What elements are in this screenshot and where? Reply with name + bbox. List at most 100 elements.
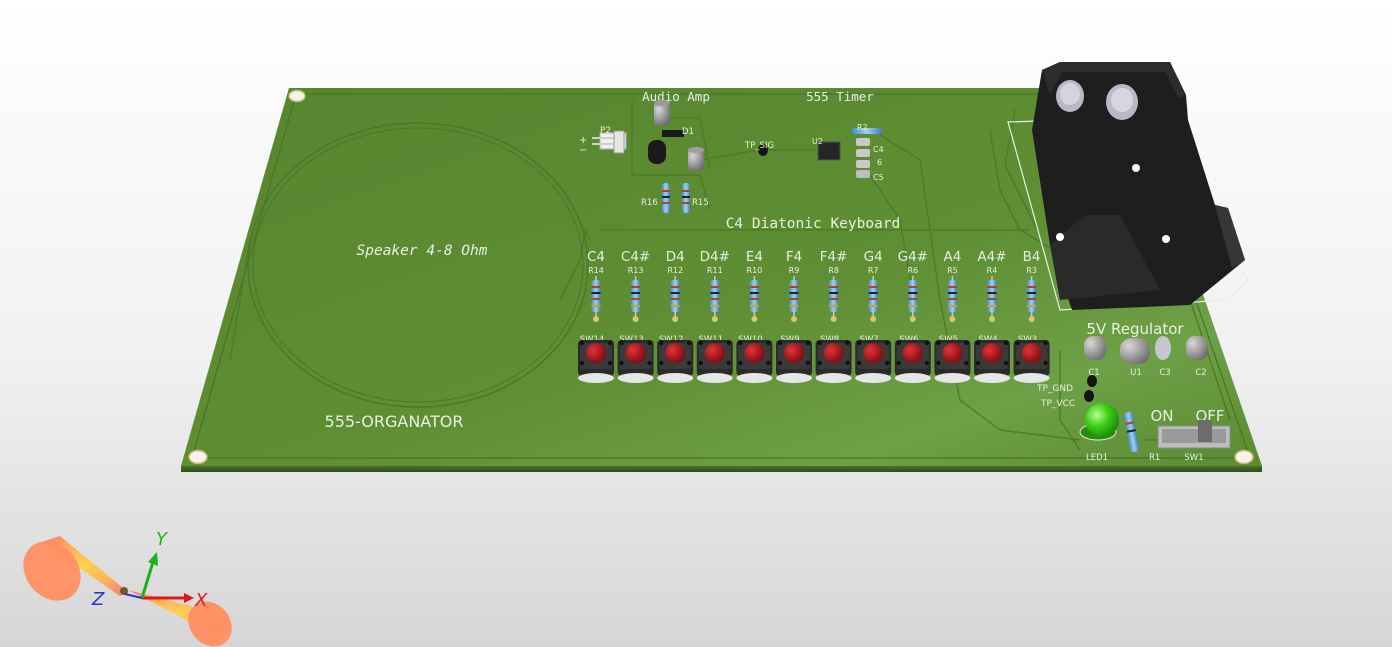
- key-note-label: F4: [786, 249, 802, 265]
- key-column: G4R7SW7: [855, 249, 892, 383]
- key-column: D4#R11SW11: [696, 249, 733, 383]
- u2-refdes: U2: [812, 137, 823, 146]
- key-column: D4R12SW12: [657, 249, 694, 383]
- tp-gnd-refdes: TP_GND: [1036, 384, 1073, 394]
- key-resistor-refdes: R13: [628, 266, 644, 275]
- key-note-label: A4: [943, 249, 961, 265]
- key-button[interactable]: [974, 340, 1010, 383]
- speaker-footprint: [247, 122, 589, 408]
- sw1-power-switch[interactable]: [1157, 420, 1231, 449]
- key-resistor-refdes: R14: [588, 266, 604, 275]
- timer-label: 555 Timer: [806, 89, 874, 104]
- c5-refdes: C5: [873, 173, 884, 182]
- key-resistor: [1027, 276, 1037, 322]
- key-resistor: [947, 276, 957, 322]
- tp-sig-refdes: TP_SIG: [744, 141, 774, 151]
- sw1-refdes: SW1: [1184, 453, 1203, 463]
- led1-refdes: LED1: [1086, 453, 1108, 463]
- pcb-edge: [181, 466, 1262, 472]
- key-button[interactable]: [855, 340, 892, 383]
- speaker-label: Speaker 4-8 Ohm: [357, 243, 488, 259]
- led1: [1079, 403, 1119, 441]
- key-button[interactable]: [696, 340, 733, 383]
- key-resistor-refdes: R7: [868, 266, 879, 275]
- key-resistor: [908, 276, 918, 322]
- regulator-label: 5V Regulator: [1086, 320, 1184, 338]
- board-title: 555-ORGANATOR: [325, 412, 464, 431]
- p2-minus-label: −: [579, 145, 587, 156]
- key-resistor: [670, 276, 680, 322]
- c2-refdes: C2: [1195, 368, 1206, 378]
- key-resistor: [710, 276, 720, 322]
- key-resistor-refdes: R4: [987, 266, 998, 275]
- copper-traces: [229, 100, 1231, 451]
- regulator-components[interactable]: [1084, 336, 1208, 364]
- d1-refdes: D1: [682, 127, 694, 137]
- key-note-label: G4#: [898, 249, 928, 265]
- key-resistor-refdes: R6: [907, 266, 918, 275]
- audio-amp-components[interactable]: [648, 100, 768, 170]
- key-column: F4R9SW9: [776, 249, 812, 383]
- key-button[interactable]: [934, 340, 971, 383]
- key-column: C4#R13SW13: [617, 249, 654, 383]
- key-column: A4#R4SW4: [974, 249, 1010, 383]
- key-note-label: B4: [1023, 249, 1041, 265]
- key-resistor: [631, 276, 641, 322]
- r16-refdes: R16: [641, 198, 658, 208]
- key-resistor: [789, 276, 799, 322]
- key-note-label: E4: [746, 249, 763, 265]
- key-resistor-refdes: R3: [1026, 266, 1037, 275]
- switch-on-label: ON: [1150, 407, 1173, 425]
- key-note-label: D4#: [700, 249, 730, 265]
- c1-refdes: C1: [1088, 368, 1099, 378]
- key-note-label: F4#: [820, 249, 848, 265]
- key-column: A4R5SW5: [934, 249, 971, 383]
- key-resistor: [749, 276, 759, 322]
- key-button[interactable]: [736, 340, 773, 383]
- key-note-label: G4: [864, 249, 883, 265]
- key-column: E4R10SW10: [736, 249, 773, 383]
- key-note-label: A4#: [977, 249, 1006, 265]
- key-note-label: C4: [587, 249, 605, 265]
- key-resistor: [987, 276, 997, 322]
- timer-components[interactable]: [817, 128, 882, 178]
- p2-connector[interactable]: [592, 130, 627, 154]
- c3-refdes: C3: [1159, 368, 1170, 378]
- r1-resistor[interactable]: [1124, 411, 1140, 452]
- battery-holder[interactable]: [1007, 62, 1249, 311]
- key-column: G4#R6SW6: [894, 249, 931, 383]
- p2-refdes: P2: [600, 126, 611, 136]
- y-axis-label: Y: [156, 529, 169, 550]
- u1-refdes: U1: [1130, 368, 1142, 378]
- z-axis-label: Z: [91, 589, 105, 610]
- r1-refdes: R1: [1149, 453, 1160, 463]
- x-axis-label: X: [194, 590, 208, 611]
- key-button[interactable]: [815, 340, 852, 383]
- c6-refdes: 6: [877, 158, 882, 167]
- key-resistor-refdes: R12: [667, 266, 683, 275]
- key-column: F4#R8SW8: [815, 249, 852, 383]
- r15-refdes: R15: [692, 198, 709, 208]
- key-resistor-refdes: R10: [747, 266, 763, 275]
- key-button[interactable]: [578, 340, 614, 383]
- tp-vcc-refdes: TP_VCC: [1040, 399, 1075, 409]
- key-button[interactable]: [776, 340, 812, 383]
- keyboard-label: C4 Diatonic Keyboard: [726, 216, 901, 232]
- key-note-label: D4: [666, 249, 685, 265]
- keyboard-keys: C4R14SW14C4#R13SW13D4R12SW12D4#R11SW11E4…: [578, 249, 1050, 383]
- axis-triad: [23, 536, 232, 647]
- key-resistor-refdes: R9: [789, 266, 800, 275]
- key-resistor: [591, 276, 601, 322]
- r16-r15-resistors[interactable]: [662, 183, 690, 213]
- key-button[interactable]: [894, 340, 931, 383]
- key-button[interactable]: [617, 340, 654, 383]
- key-button[interactable]: [1013, 340, 1050, 383]
- test-points[interactable]: [1084, 375, 1097, 402]
- audio-amp-label: Audio Amp: [642, 89, 710, 104]
- key-resistor: [868, 276, 878, 322]
- key-resistor-refdes: R11: [707, 266, 723, 275]
- key-button[interactable]: [657, 340, 694, 383]
- key-resistor-refdes: R5: [947, 266, 958, 275]
- key-resistor: [829, 276, 839, 322]
